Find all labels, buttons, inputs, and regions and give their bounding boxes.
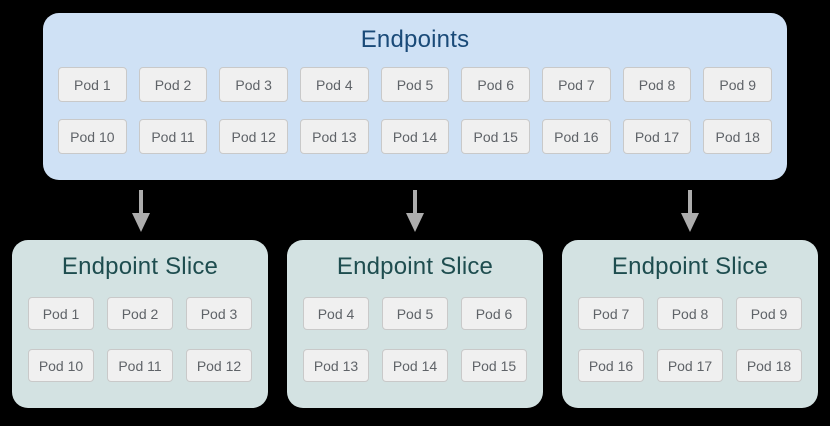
slice-1-pod-row-1: Pod 1 Pod 2 Pod 3 <box>12 297 268 330</box>
pod-box: Pod 14 <box>380 119 450 154</box>
pod-box: Pod 15 <box>461 119 531 154</box>
endpoints-title: Endpoints <box>360 26 470 53</box>
endpoint-slice-title: Endpoint Slice <box>336 253 494 280</box>
slice-2-pod-row-1: Pod 4 Pod 5 Pod 6 <box>287 297 543 330</box>
pod-box: Pod 12 <box>186 349 252 382</box>
pod-box: Pod 10 <box>28 349 94 382</box>
pod-box: Pod 16 <box>542 119 611 154</box>
pod-box: Pod 17 <box>622 119 692 154</box>
pod-box: Pod 4 <box>303 297 369 330</box>
pod-box: Pod 3 <box>219 67 289 102</box>
pod-box: Pod 18 <box>703 119 773 154</box>
pod-box: Pod 7 <box>578 297 644 330</box>
down-arrow-icon <box>406 190 424 232</box>
arrow-stem <box>688 190 692 213</box>
pod-box: Pod 16 <box>578 349 644 382</box>
arrow-stem <box>413 190 417 213</box>
endpoints-pod-row-2: Pod 10 Pod 11 Pod 12 Pod 13 Pod 14 Pod 15 Pod … <box>43 119 787 154</box>
down-arrow-icon <box>132 190 150 232</box>
pod-box: Pod 1 <box>58 67 127 102</box>
pod-box: Pod 17 <box>657 349 723 382</box>
pod-box: Pod 10 <box>58 119 127 154</box>
pod-box: Pod 11 <box>138 119 208 154</box>
endpoints-pod-row-1: Pod 1 Pod 2 Pod 3 Pod 4 Pod 5 Pod 6 Pod 7 Pod 8… <box>43 67 787 102</box>
pod-box: Pod 18 <box>736 349 802 382</box>
arrow-head <box>406 213 424 232</box>
down-arrow-icon <box>681 190 699 232</box>
arrow-head <box>132 213 150 232</box>
pod-box: Pod 15 <box>461 349 527 382</box>
pod-box: Pod 9 <box>736 297 802 330</box>
arrow-stem <box>139 190 143 213</box>
pod-box: Pod 3 <box>186 297 252 330</box>
endpoint-slice-title: Endpoint Slice <box>611 253 769 280</box>
pod-box: Pod 8 <box>657 297 723 330</box>
pod-box: Pod 9 <box>703 67 773 102</box>
pod-box: Pod 7 <box>542 67 611 102</box>
pod-box: Pod 5 <box>382 297 448 330</box>
arrow-head <box>681 213 699 232</box>
slice-3-pod-row-2: Pod 16 Pod 17 Pod 18 <box>562 349 818 382</box>
pod-box: Pod 2 <box>107 297 173 330</box>
pod-box: Pod 6 <box>461 67 531 102</box>
endpoints-box: Endpoints Pod 1 Pod 2 Pod 3 Pod 4 Pod 5 Pod 6… <box>43 13 787 180</box>
pod-box: Pod 11 <box>107 349 173 382</box>
slice-1-pod-row-2: Pod 10 Pod 11 Pod 12 <box>12 349 268 382</box>
pod-box: Pod 14 <box>382 349 448 382</box>
slice-2-pod-row-2: Pod 13 Pod 14 Pod 15 <box>287 349 543 382</box>
pod-box: Pod 5 <box>380 67 450 102</box>
pod-box: Pod 1 <box>28 297 94 330</box>
pod-box: Pod 12 <box>219 119 289 154</box>
pod-box: Pod 6 <box>461 297 527 330</box>
pod-box: Pod 4 <box>300 67 369 102</box>
pod-box: Pod 8 <box>622 67 692 102</box>
pod-box: Pod 13 <box>300 119 369 154</box>
pod-box: Pod 13 <box>303 349 369 382</box>
slice-3-pod-row-1: Pod 7 Pod 8 Pod 9 <box>562 297 818 330</box>
pod-box: Pod 2 <box>138 67 208 102</box>
endpoint-slice-title: Endpoint Slice <box>61 253 219 280</box>
